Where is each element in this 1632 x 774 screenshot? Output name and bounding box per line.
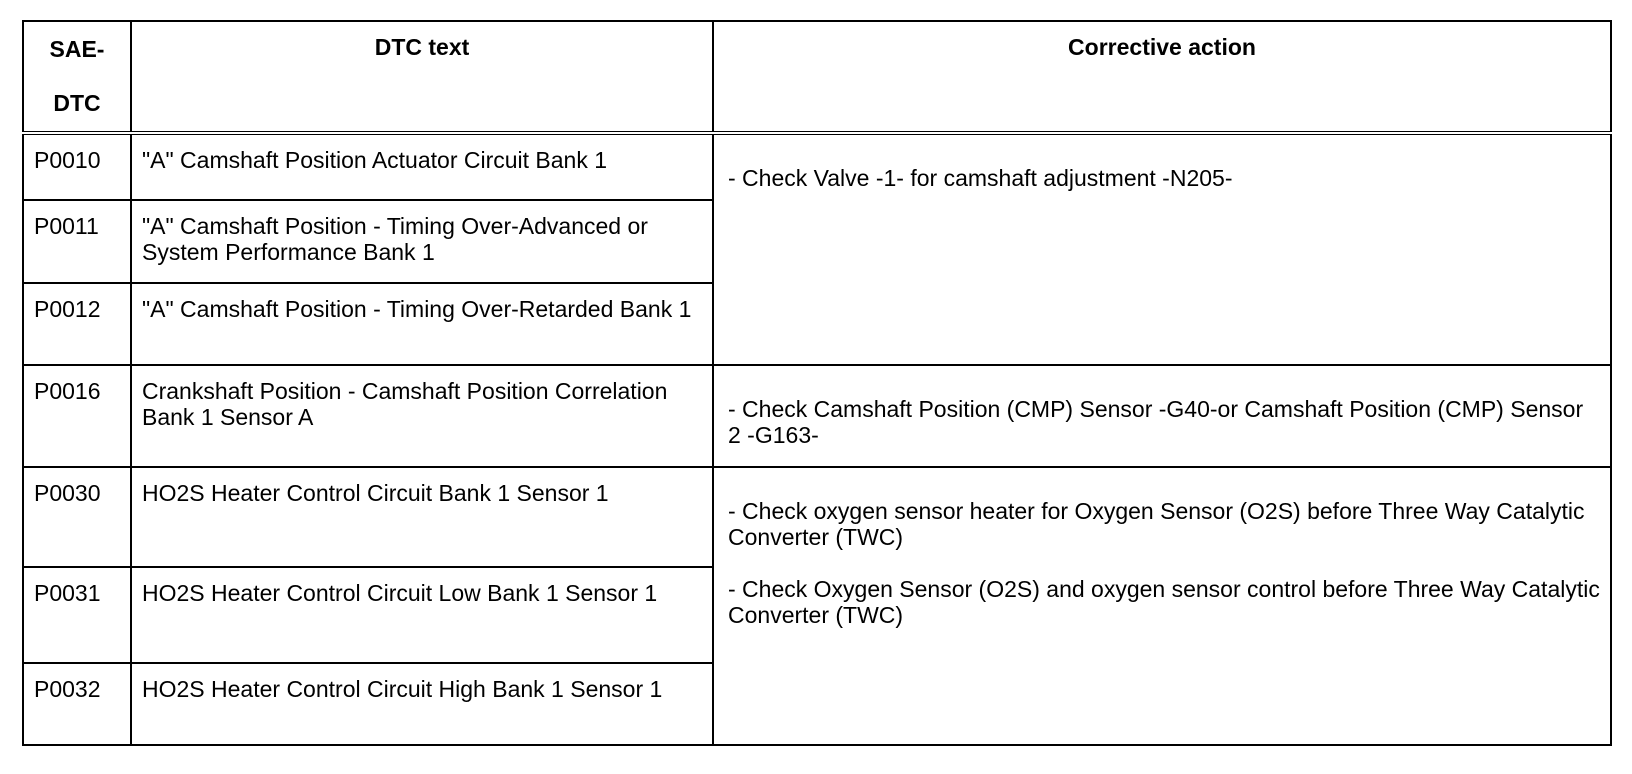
- dtc-text: HO2S Heater Control Circuit Low Bank 1 S…: [130, 566, 714, 664]
- corrective-action-cmp-sensor: - Check Camshaft Position (CMP) Sensor -…: [712, 364, 1612, 468]
- table-row: P0010 "A" Camshaft Position Actuator Cir…: [22, 132, 1612, 366]
- dtc-code: P0032: [22, 662, 132, 746]
- dtc-code: P0016: [22, 364, 132, 468]
- header-corrective-action: Corrective action: [712, 20, 1612, 135]
- corrective-action-oxygen-sensor: - Check oxygen sensor heater for Oxygen …: [712, 466, 1612, 746]
- table-header-row: SAE- DTC DTC text Corrective action: [22, 20, 1612, 135]
- table-row: P0031 HO2S Heater Control Circuit Low Ba…: [22, 566, 1611, 664]
- dtc-code: P0010: [22, 132, 132, 201]
- header-dtc-text: DTC text: [130, 20, 714, 135]
- dtc-text: Crankshaft Position - Camshaft Position …: [130, 364, 714, 468]
- dtc-code: P0011: [22, 199, 132, 284]
- header-sae-dtc-line2: DTC: [53, 90, 101, 116]
- dtc-text: "A" Camshaft Position - Timing Over-Adva…: [130, 199, 714, 284]
- corrective-action-text: - Check Camshaft Position (CMP) Sensor -…: [728, 396, 1584, 448]
- table-row: P0016 Crankshaft Position - Camshaft Pos…: [22, 364, 1612, 468]
- dtc-table: SAE- DTC DTC text Corrective action P001…: [22, 20, 1612, 746]
- corrective-action-camshaft-valve: - Check Valve -1- for camshaft adjustmen…: [712, 132, 1612, 366]
- table-row: P0030 HO2S Heater Control Circuit Bank 1…: [22, 466, 1612, 746]
- table-row: P0012 "A" Camshaft Position - Timing Ove…: [22, 282, 1611, 366]
- corrective-action-text: - Check Oxygen Sensor (O2S) and oxygen s…: [728, 576, 1600, 628]
- dtc-code: P0031: [22, 566, 132, 664]
- dtc-code: P0012: [22, 282, 132, 366]
- corrective-action-text: - Check oxygen sensor heater for Oxygen …: [728, 498, 1585, 550]
- corrective-action-text: - Check Valve -1- for camshaft adjustmen…: [728, 165, 1233, 191]
- header-sae-dtc: SAE- DTC: [22, 20, 132, 135]
- dtc-code: P0030: [22, 466, 132, 568]
- header-sae-dtc-line1: SAE-: [49, 36, 105, 62]
- table-row: P0032 HO2S Heater Control Circuit High B…: [22, 662, 1611, 746]
- dtc-text: "A" Camshaft Position - Timing Over-Reta…: [130, 282, 714, 366]
- dtc-text: "A" Camshaft Position Actuator Circuit B…: [130, 132, 714, 201]
- table-row: P0011 "A" Camshaft Position - Timing Ove…: [22, 199, 1611, 284]
- dtc-text: HO2S Heater Control Circuit High Bank 1 …: [130, 662, 714, 746]
- dtc-text: HO2S Heater Control Circuit Bank 1 Senso…: [130, 466, 714, 568]
- dtc-table-container: SAE- DTC DTC text Corrective action P001…: [22, 20, 1612, 746]
